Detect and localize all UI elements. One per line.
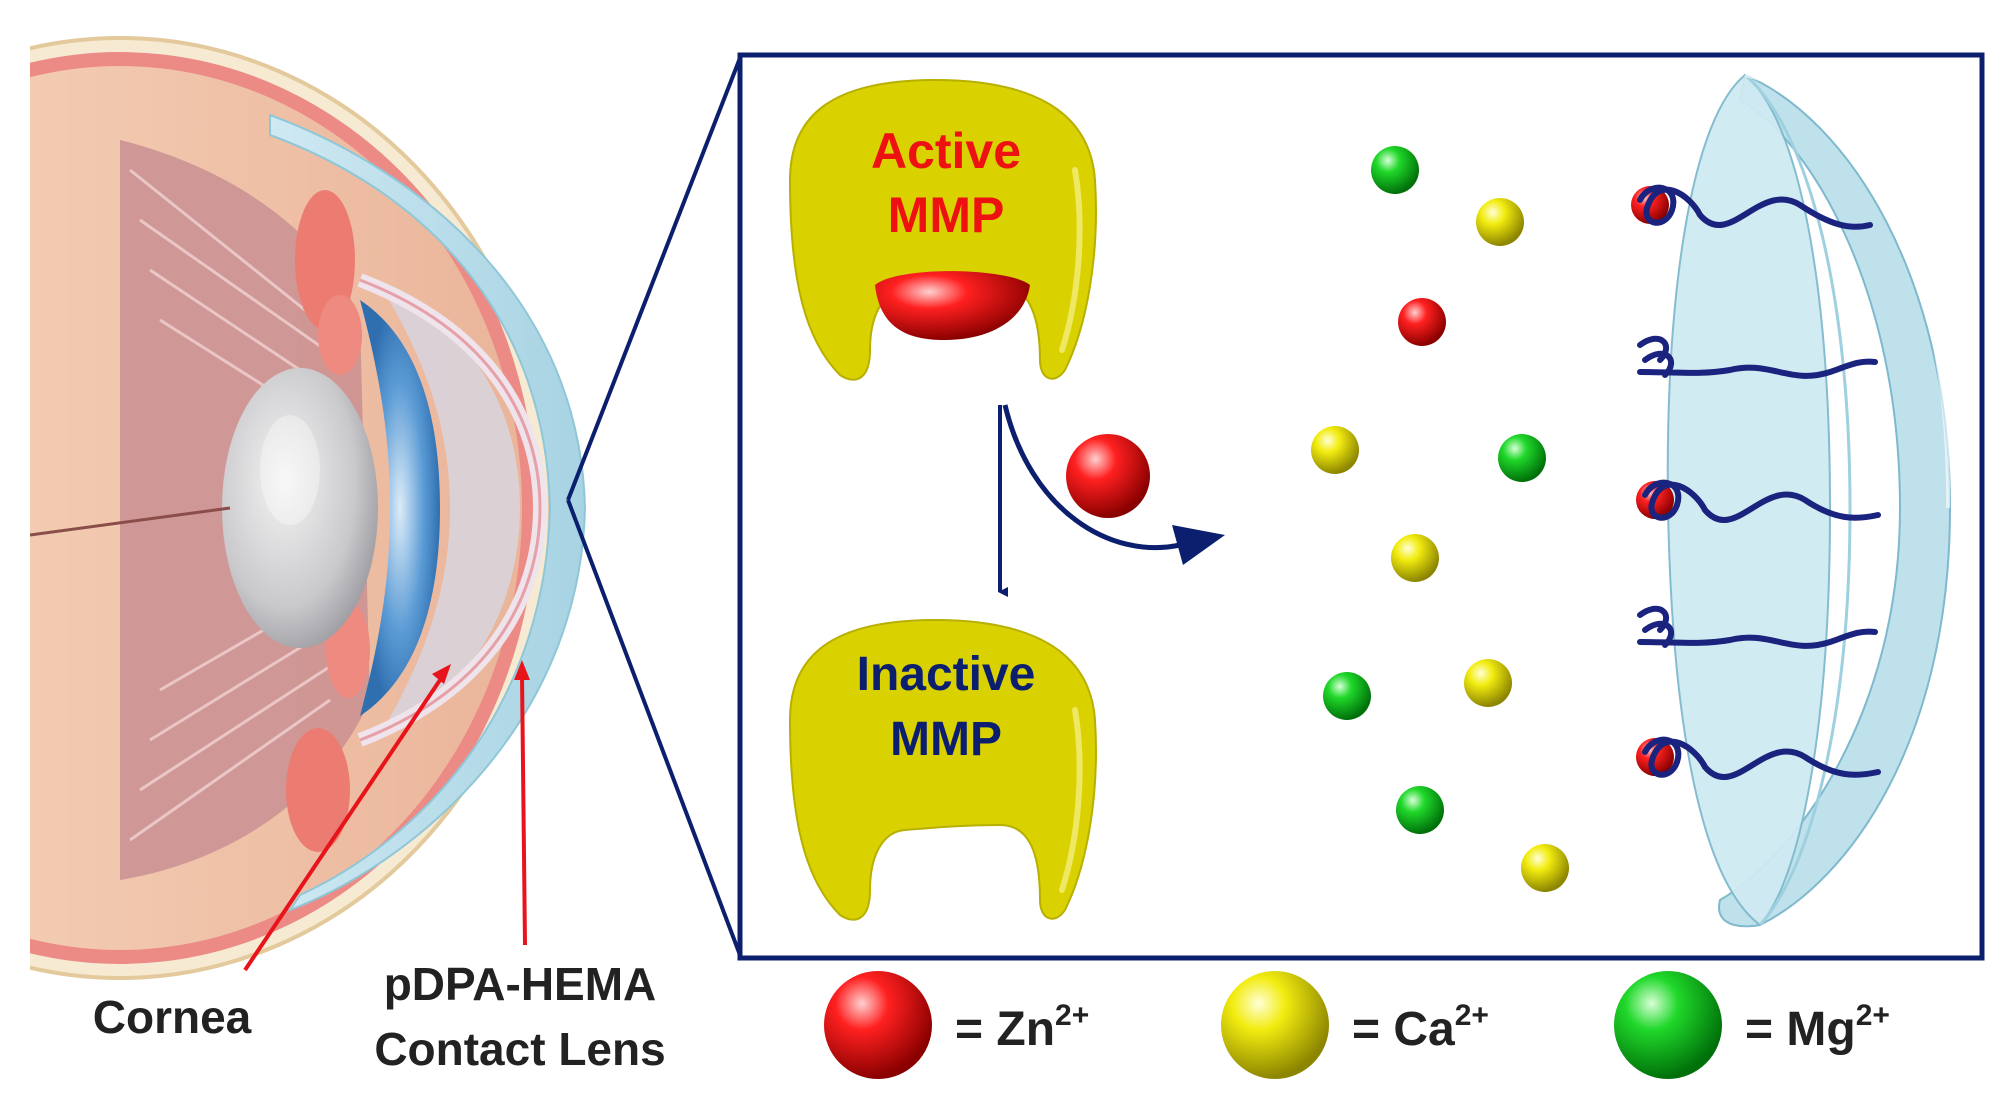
svg-text:= Zn2+: = Zn2+ — [955, 999, 1089, 1056]
legend-calcium-ion: Ca — [1393, 1003, 1455, 1056]
legend-item-zinc: = Zn2+ — [824, 971, 1089, 1079]
active-mmp-label-line2: MMP — [888, 187, 1005, 243]
calcium-ion — [1464, 659, 1512, 707]
released-zinc-ion — [1066, 434, 1150, 518]
inactive-mmp — [788, 618, 1097, 921]
active-mmp — [788, 78, 1097, 381]
zinc-release-arrow — [1002, 404, 1181, 551]
calcium-ion — [1476, 198, 1524, 246]
lens-pointer — [514, 660, 530, 946]
legend-item-calcium: = Ca2+ — [1221, 971, 1489, 1079]
inactive-mmp-label-line1: Inactive — [857, 648, 1036, 701]
contact-lens-on-eye — [269, 113, 587, 913]
legend-magnesium-charge: 2+ — [1856, 999, 1890, 1032]
legend-calcium-swatch — [1221, 971, 1329, 1079]
legend-magnesium-ion: Mg — [1786, 1003, 1855, 1056]
legend-zinc-equals: = — [955, 1003, 996, 1056]
legend-zinc-charge: 2+ — [1055, 999, 1089, 1032]
active-mmp-label-line1: Active — [871, 123, 1021, 179]
magnesium-ion — [1396, 786, 1444, 834]
cornea-pointer — [243, 664, 451, 972]
legend-item-magnesium: = Mg2+ — [1614, 971, 1890, 1079]
zoom-callout — [566, 57, 742, 956]
contact-lens-label-line2: Contact Lens — [374, 1023, 665, 1075]
legend-magnesium-equals: = — [1745, 1003, 1786, 1056]
magnesium-ion — [1323, 672, 1371, 720]
legend-calcium-equals: = — [1352, 1003, 1393, 1056]
calcium-ion — [1311, 426, 1359, 474]
inactive-mmp-label-line2: MMP — [890, 713, 1002, 766]
legend-calcium-charge: 2+ — [1455, 999, 1489, 1032]
cornea-label: Cornea — [93, 991, 252, 1043]
contact-lens-zoomed — [1666, 73, 1952, 928]
polymer-chains — [1631, 184, 1881, 780]
magnesium-ion — [1498, 434, 1546, 482]
free-ions — [1311, 146, 1569, 892]
legend-zinc-ion: Zn — [996, 1003, 1055, 1056]
svg-text:= Mg2+: = Mg2+ — [1745, 999, 1890, 1056]
legend-magnesium-swatch — [1614, 971, 1722, 1079]
calcium-ion — [1521, 844, 1569, 892]
zinc-ion — [1398, 298, 1446, 346]
svg-text:= Ca2+: = Ca2+ — [1352, 999, 1489, 1056]
contact-lens-label-line1: pDPA-HEMA — [384, 958, 657, 1010]
eye-illustration — [30, 36, 552, 980]
magnesium-ion — [1371, 146, 1419, 194]
calcium-ion — [1391, 534, 1439, 582]
legend-zinc-swatch — [824, 971, 932, 1079]
active-mmp-zinc-site — [875, 271, 1030, 340]
ion-legend: = Zn2+ = Ca2+ = Mg2+ — [824, 971, 1890, 1079]
